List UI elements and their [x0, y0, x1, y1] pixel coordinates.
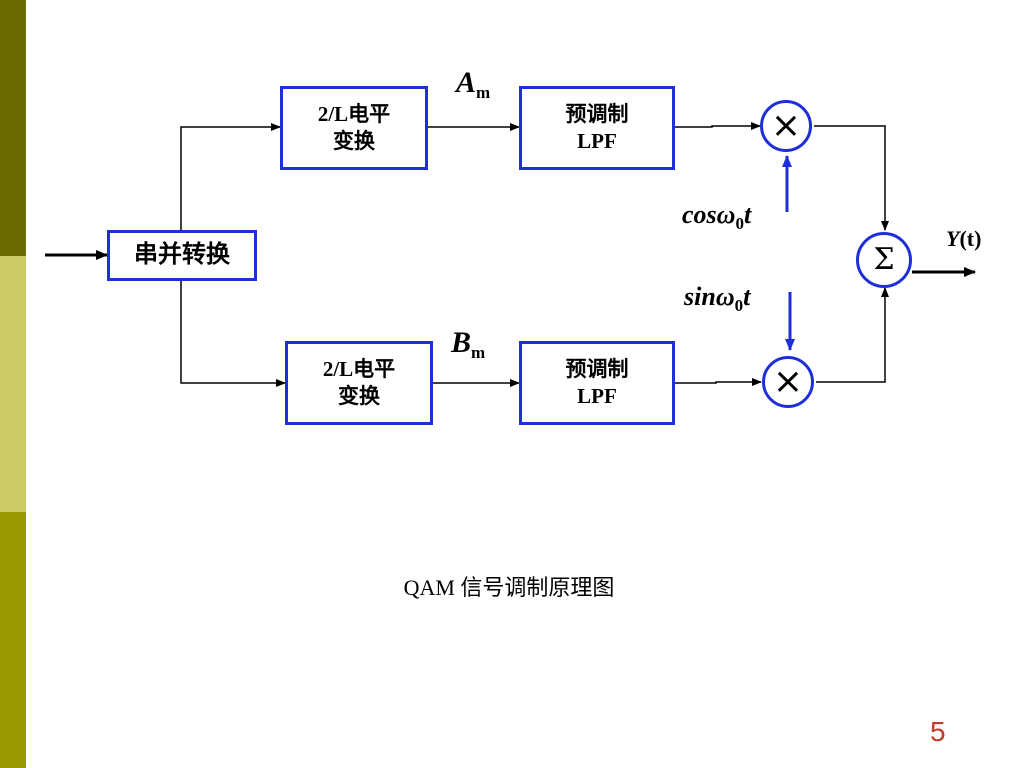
bm-symbol: B	[451, 326, 472, 359]
lower-level-convert-block: 2/L电平 变换	[285, 341, 433, 425]
summer: Σ	[856, 232, 912, 288]
cos-suffix: t	[743, 200, 752, 229]
cos-subscript: 0	[735, 214, 744, 233]
sin-suffix: t	[743, 282, 751, 311]
am-subscript: m	[476, 83, 491, 102]
upper-branch-line	[180, 123, 281, 230]
am-label: Am	[456, 66, 490, 103]
output-label: Y(t)	[946, 226, 981, 252]
upper-level-line1: 2/L电平	[317, 102, 391, 126]
upper-level-line2: 变换	[333, 129, 375, 153]
lower-multiply-symbol: ×	[772, 361, 804, 402]
am-symbol: A	[456, 66, 477, 99]
cos-carrier-label: cosω0t	[682, 200, 751, 234]
upper-multiply-symbol: ×	[770, 105, 802, 146]
caption-text: QAM 信号调制原理图	[403, 575, 615, 600]
sin-prefix: sin	[684, 282, 716, 311]
lower-branch-line	[180, 281, 286, 387]
lower-filter-out-line	[675, 378, 762, 386]
slide-number: 5	[930, 716, 946, 747]
sin-carrier-label: sinω0t	[684, 282, 750, 316]
lower-level-line1: 2/L电平	[322, 357, 396, 381]
sum-symbol: Σ	[873, 242, 895, 277]
upper-filter-line1: 预调制	[565, 102, 629, 126]
cos-prefix: cos	[682, 200, 717, 229]
lower-prefilter-block: 预调制 LPF	[519, 341, 675, 425]
upper-level-convert-block: 2/L电平 变换	[280, 86, 428, 170]
output-arg: (t)	[959, 226, 982, 251]
bm-label: Bm	[451, 326, 485, 363]
sidebar-stripe-bottom	[0, 512, 26, 768]
sidebar-stripe-top	[0, 0, 26, 256]
upper-prefilter-block: 预调制 LPF	[519, 86, 675, 170]
serial-parallel-block: 串并转换	[107, 230, 257, 281]
sin-subscript: 0	[734, 296, 744, 315]
upper-multiplier: ×	[760, 100, 812, 152]
lower-filter-line1: 预调制	[565, 357, 629, 381]
cos-omega: ω	[716, 200, 736, 229]
output-symbol: Y	[946, 226, 960, 251]
lower-filter-line2: LPF	[577, 384, 617, 408]
upper-filter-line2: LPF	[577, 129, 617, 153]
serial-parallel-label: 串并转换	[134, 242, 230, 268]
figure-caption: QAM 信号调制原理图	[0, 570, 1024, 602]
bm-subscript: m	[471, 343, 486, 362]
lower-level-line2: 变换	[338, 384, 380, 408]
sin-omega: ω	[715, 282, 735, 311]
sidebar-stripe-middle	[0, 256, 26, 512]
upper-filter-out-line	[675, 122, 761, 130]
lower-to-sum-line	[816, 287, 889, 383]
upper-to-sum-line	[814, 125, 889, 231]
lower-multiplier: ×	[762, 356, 814, 408]
